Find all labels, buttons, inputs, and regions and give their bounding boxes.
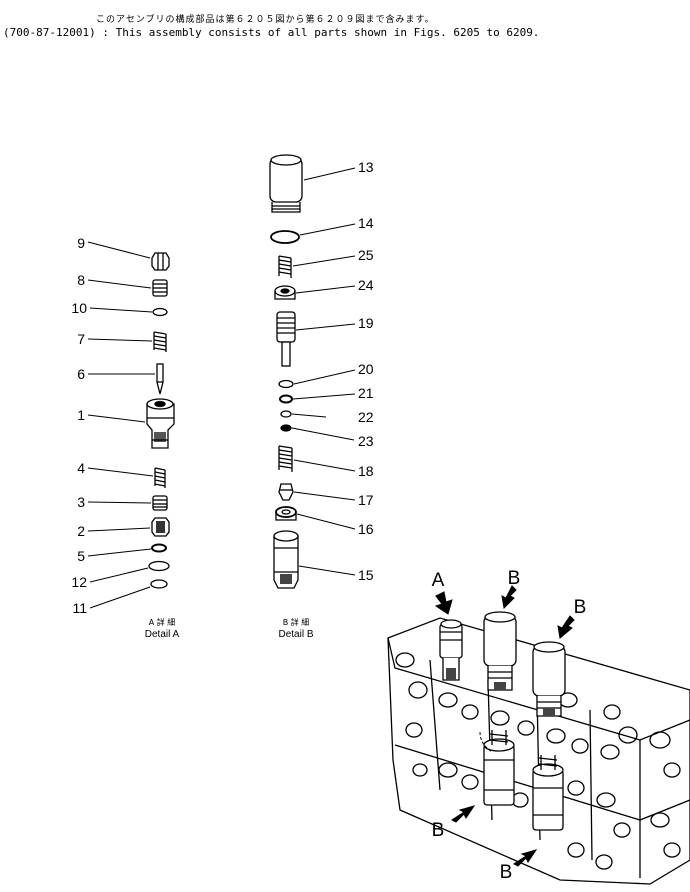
- part-11-o-ring: [150, 579, 168, 589]
- part-25-spring: [278, 255, 292, 278]
- part-10-o-ring: [152, 307, 168, 317]
- marker-b-side-1: B: [432, 820, 445, 841]
- callout-17: 17: [358, 492, 374, 508]
- part-1-valve-body: [146, 398, 175, 449]
- callout-22: 22: [358, 409, 374, 425]
- callout-5: 5: [77, 548, 85, 564]
- control-valve-assembly: [387, 611, 690, 885]
- callout-10: 10: [71, 300, 87, 316]
- assembly-note: : This assembly consists of all parts sh…: [102, 26, 540, 39]
- marker-b-top-1: B: [508, 568, 521, 589]
- callout-20: 20: [358, 361, 374, 377]
- callout-4: 4: [77, 460, 85, 476]
- callout-2: 2: [77, 523, 85, 539]
- arrow-b-top-1: [501, 585, 517, 610]
- detail-b-caption: Detail B: [278, 629, 313, 640]
- callout-25: 25: [358, 247, 374, 263]
- valve-b-installed-3: [483, 730, 515, 806]
- callout-3: 3: [77, 494, 85, 510]
- callout-12: 12: [71, 574, 87, 590]
- callout-7: 7: [77, 331, 85, 347]
- part-4-spring: [154, 467, 166, 488]
- callout-18: 18: [358, 463, 374, 479]
- header-english-note: (700-87-12001) : This assembly consists …: [3, 26, 539, 39]
- callout-6: 6: [77, 366, 85, 382]
- part-16-seat: [275, 506, 297, 521]
- callout-23: 23: [358, 433, 374, 449]
- callout-8: 8: [77, 272, 85, 288]
- detail-a-caption-jp: A 詳 細: [149, 617, 176, 627]
- detail-b-callouts: 13 14 25 24 19 20 21 22 23 18 17 16 15: [358, 159, 374, 583]
- detail-b-leaders: [291, 167, 356, 576]
- part-5-o-ring: [151, 543, 167, 553]
- callout-15: 15: [358, 567, 374, 583]
- part-22-ring: [280, 410, 292, 418]
- valve-b-installed-4: [532, 755, 564, 831]
- header-japanese-note: このアセンブリの構成部品は第６２０５図から第６２０９図まで含みます。: [96, 15, 435, 25]
- marker-b-top-2: B: [574, 597, 587, 618]
- part-12-backup-ring: [148, 560, 170, 572]
- callout-13: 13: [358, 159, 374, 175]
- part-code: (700-87-12001): [3, 26, 96, 39]
- direction-arrows: [434, 585, 575, 867]
- callout-11: 11: [72, 600, 87, 616]
- marker-a: A: [432, 570, 445, 591]
- ports: [395, 652, 681, 870]
- detail-a-parts: [146, 252, 175, 589]
- arrow-b-side-2: [513, 849, 538, 867]
- arrow-b-side-1: [451, 805, 476, 823]
- part-20-ring: [278, 379, 294, 389]
- detail-a-callouts: 9 8 10 7 6 1 4 3 2 5 12 11: [71, 235, 87, 616]
- part-14-o-ring: [270, 230, 300, 244]
- callout-19: 19: [358, 315, 374, 331]
- part-2-plug: [151, 517, 170, 537]
- callout-21: 21: [358, 385, 374, 401]
- part-19-piston: [276, 311, 296, 367]
- callout-16: 16: [358, 521, 374, 537]
- detail-b-parts: [269, 154, 303, 589]
- part-7-spring: [153, 331, 167, 352]
- part-21-ring: [279, 394, 293, 404]
- detail-a-caption: Detail A: [145, 629, 180, 640]
- arrow-a: [434, 591, 453, 615]
- valve-b-installed-2: [532, 641, 566, 717]
- part-18-spring: [278, 445, 293, 472]
- marker-b-side-2: B: [500, 862, 513, 883]
- detail-b-caption-jp: B 詳 細: [283, 617, 310, 627]
- callout-24: 24: [358, 277, 374, 293]
- callout-14: 14: [358, 215, 374, 231]
- part-24-seat: [274, 285, 296, 300]
- part-9-nut: [151, 252, 170, 271]
- valve-b-installed-1: [483, 611, 517, 691]
- part-17-poppet: [278, 483, 294, 501]
- detail-a-leaders: [87, 241, 155, 609]
- part-15-sleeve: [273, 530, 299, 589]
- valve-a-installed: [439, 619, 463, 681]
- part-6-poppet: [156, 363, 164, 395]
- callout-1: 1: [77, 407, 85, 423]
- arrow-b-top-2: [557, 615, 575, 639]
- callout-9: 9: [77, 235, 85, 251]
- part-13-cap: [269, 154, 303, 213]
- part-8-spring: [152, 279, 168, 297]
- part-3-seat: [152, 495, 168, 511]
- part-23-ball: [280, 424, 292, 432]
